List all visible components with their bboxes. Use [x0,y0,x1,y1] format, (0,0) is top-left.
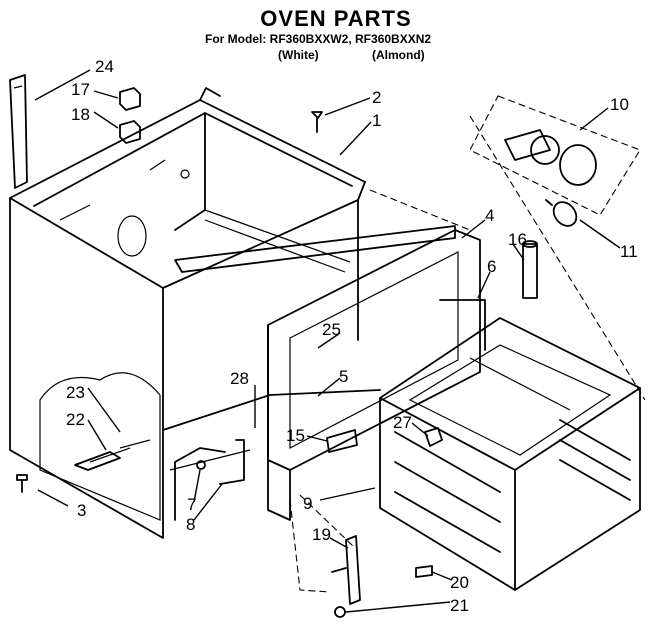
callout-23: 23 [66,383,85,402]
diagram-title: OVEN PARTS [260,6,412,31]
callout-24: 24 [95,57,114,76]
callout-15: 15 [286,426,305,445]
callout-22: 22 [66,410,85,429]
bracket-19 [331,535,361,605]
callout-2: 2 [372,88,381,107]
bracket-24 [9,74,28,189]
callout-16: 16 [508,230,527,249]
callout-27: 27 [393,413,412,432]
callout-9: 9 [303,494,312,513]
spacers-17-18 [119,87,141,144]
callout-4: 4 [485,206,494,225]
model-line: For Model: RF360BXXW2, RF360BXXN2 [205,32,432,46]
screw-21 [334,606,346,618]
callout-18: 18 [71,105,90,124]
callout-labels: 24 17 18 2 1 10 11 4 16 6 25 5 28 23 22 … [66,57,638,615]
oven-liner-9 [379,317,641,591]
callout-1: 1 [372,111,381,130]
callout-3: 3 [77,501,86,520]
bracket-27 [424,427,443,447]
vent-tube-16 [522,240,538,299]
callout-7: 7 [187,495,196,514]
callout-8: 8 [186,515,195,534]
leader-lines [34,69,621,613]
callout-6: 6 [487,257,496,276]
tube-8 [219,439,245,485]
callout-5: 5 [339,367,348,386]
callout-19: 19 [312,525,331,544]
screw-2 [311,111,323,133]
callout-20: 20 [450,573,469,592]
callout-28: 28 [230,369,249,388]
screw-3 [16,474,28,493]
front-frame-4 [267,229,486,521]
clip-7 [196,460,206,470]
screw-20 [415,565,433,578]
lamp-housing-10 [469,95,641,216]
bulb-11 [545,199,578,227]
variant-white: (White) [278,48,319,62]
callout-17: 17 [71,80,90,99]
variant-almond: (Almond) [372,48,425,62]
callout-10: 10 [610,95,629,114]
cabinet-body [9,87,456,539]
callout-11: 11 [620,242,638,261]
callout-25: 25 [322,320,341,339]
callout-21: 21 [450,596,469,615]
bracket-15 [326,429,358,453]
